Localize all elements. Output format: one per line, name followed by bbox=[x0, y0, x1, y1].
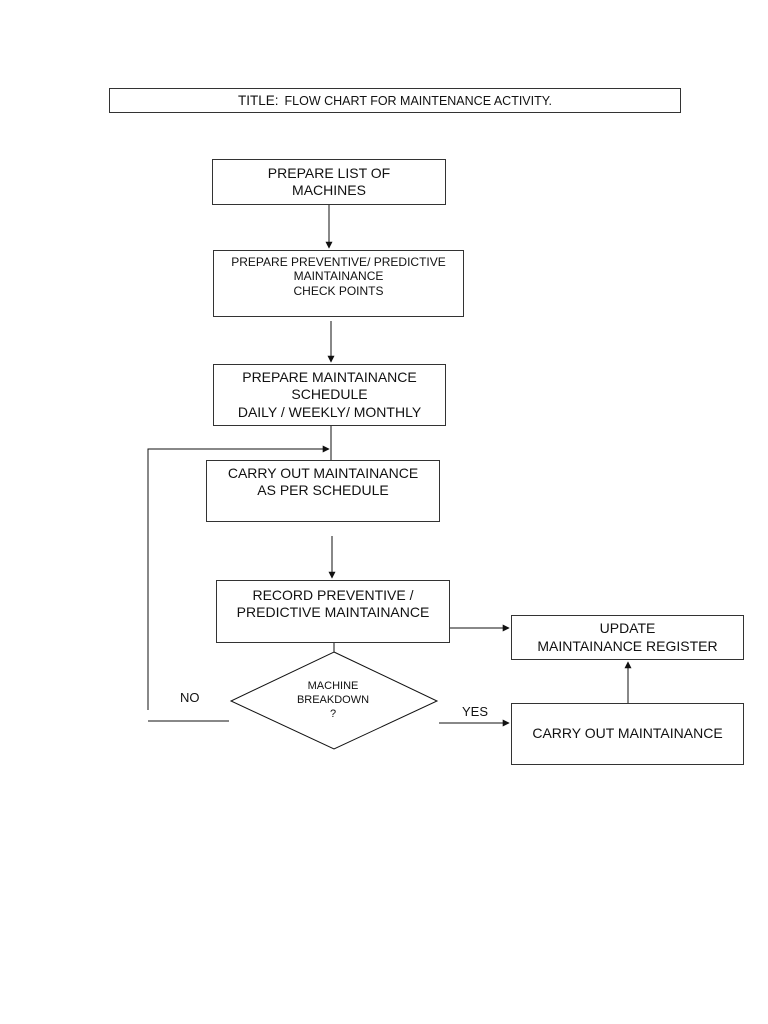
node-text: CARRY OUT MAINTAINANCE bbox=[227, 465, 419, 481]
edge-label-yes: YES bbox=[462, 704, 489, 719]
node-prepare-schedule: PREPARE MAINTAINANCE SCHEDULE DAILY / WE… bbox=[213, 364, 446, 426]
node-text: MACHINES bbox=[292, 182, 366, 198]
decision-line: MACHINE bbox=[307, 680, 359, 692]
node-prepare-list: PREPARE LIST OF MACHINES bbox=[212, 159, 446, 205]
title-label: TITLE: bbox=[238, 93, 279, 108]
title-box: TITLE: FLOW CHART FOR MAINTENANCE ACTIVI… bbox=[109, 88, 681, 113]
node-prepare-checkpoints: PREPARE PREVENTIVE/ PREDICTIVE MAINTAINA… bbox=[213, 250, 464, 317]
node-text: SCHEDULE bbox=[291, 386, 368, 403]
node-record: RECORD PREVENTIVE / PREDICTIVE MAINTAINA… bbox=[216, 580, 450, 643]
node-text: RECORD PREVENTIVE / bbox=[252, 587, 414, 603]
node-carry-out-schedule: CARRY OUT MAINTAINANCE AS PER SCHEDULE bbox=[206, 460, 440, 522]
decision-diamond bbox=[229, 651, 439, 750]
node-text: UPDATE bbox=[599, 620, 656, 637]
node-text: PREPARE LIST OF bbox=[267, 164, 391, 181]
node-text: AS PER SCHEDULE bbox=[257, 482, 389, 499]
node-text: CHECK POINTS bbox=[293, 283, 384, 298]
decision-line: BREAKDOWN bbox=[296, 693, 370, 706]
decision-text: MACHINE BREAKDOWN ? bbox=[270, 680, 396, 721]
node-text: PREPARE PREVENTIVE/ PREDICTIVE bbox=[231, 255, 446, 269]
edge-label-no: NO bbox=[180, 690, 200, 705]
node-text: PREDICTIVE MAINTAINANCE bbox=[236, 604, 430, 621]
node-update-register: UPDATE MAINTAINANCE REGISTER bbox=[511, 615, 744, 660]
decision-line: ? bbox=[329, 707, 337, 720]
node-text: DAILY / WEEKLY/ MONTHLY bbox=[237, 403, 422, 420]
no-loop-return-arrow bbox=[147, 445, 330, 710]
node-carry-out: CARRY OUT MAINTAINANCE bbox=[511, 703, 744, 765]
node-text: MAINTAINANCE bbox=[293, 269, 384, 284]
title-text: FLOW CHART FOR MAINTENANCE ACTIVITY. bbox=[284, 93, 552, 108]
node-text: CARRY OUT MAINTAINANCE bbox=[532, 725, 723, 742]
node-text: MAINTAINANCE REGISTER bbox=[537, 637, 718, 654]
node-text: PREPARE MAINTAINANCE bbox=[242, 369, 417, 386]
